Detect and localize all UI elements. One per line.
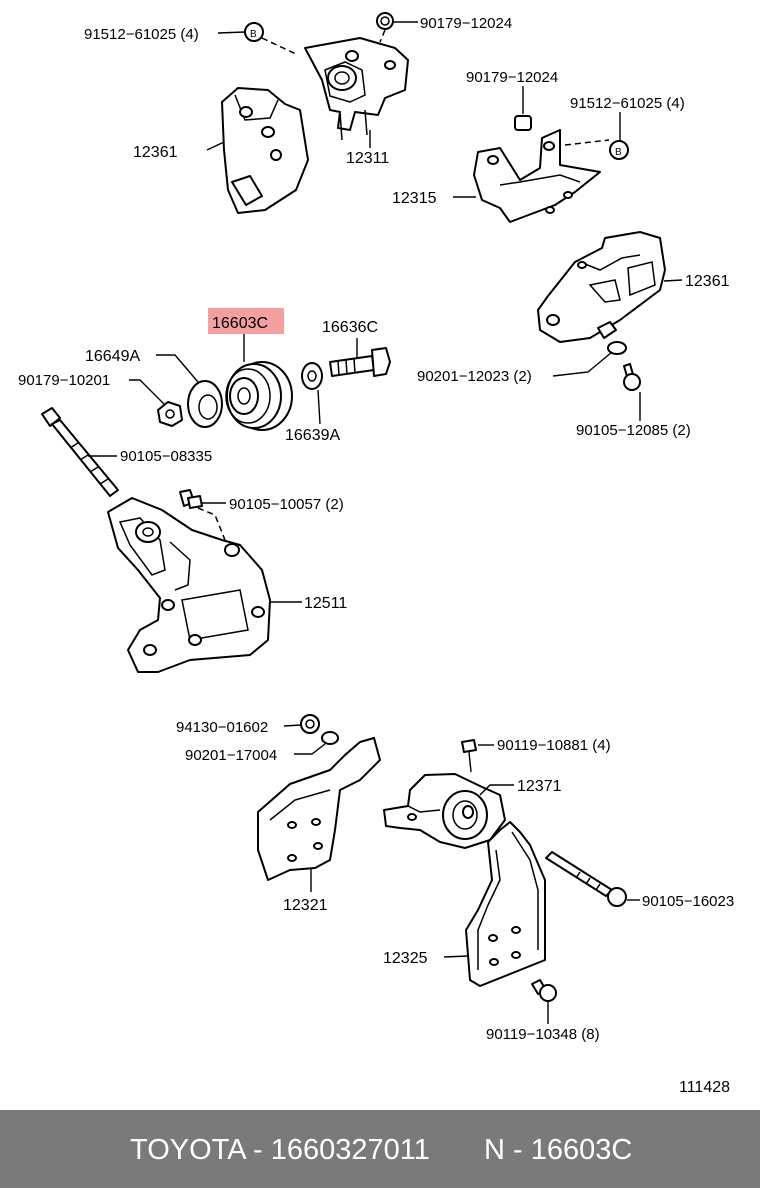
label-90179-12024-right: 90179−12024	[466, 69, 558, 86]
label-90179-12024-top: 90179−12024	[420, 15, 512, 32]
idler-pulley-16603C	[225, 334, 293, 431]
label-12371: 12371	[517, 778, 562, 795]
label-16639A: 16639A	[285, 427, 340, 444]
footer-reference: N - 16603C	[484, 1134, 633, 1166]
engine-mount-12371	[383, 773, 514, 849]
bracket-12315	[473, 129, 601, 223]
bolt-90105-10057	[179, 489, 226, 541]
engine-mount-insulator-12361-right	[537, 231, 666, 343]
label-16649A: 16649A	[85, 348, 140, 365]
bracket-12325	[443, 821, 546, 987]
bracket-12321	[257, 737, 381, 892]
label-12361-top: 12361	[133, 144, 178, 161]
highlight-16603C	[208, 308, 284, 334]
bolt-16636C	[329, 338, 391, 377]
label-94130-01602: 94130−01602	[176, 719, 268, 736]
label-12361-right: 12361	[685, 273, 730, 290]
nut-90179-12024-right	[514, 86, 532, 131]
label-90105-10057: 90105−10057 (2)	[229, 496, 344, 513]
label-12321: 12321	[283, 897, 328, 914]
label-12511: 12511	[304, 595, 347, 612]
washer-90201-17004	[294, 731, 339, 755]
bolt-90105-12085	[623, 363, 641, 421]
nut-90179-10201	[129, 379, 183, 427]
svg-text:B: B	[250, 29, 257, 40]
bracket-12511	[107, 497, 302, 673]
svg-text:B: B	[615, 147, 622, 158]
bolt-90119-10348	[531, 979, 557, 1024]
washer-90201-12023	[552, 341, 627, 377]
washer-16639A	[301, 362, 323, 425]
bolt-90119-10881	[461, 739, 494, 773]
label-90179-10201: 90179−10201	[18, 372, 110, 389]
label-90119-10348: 90119−10348 (8)	[486, 1026, 600, 1043]
label-16603C: 16603C	[212, 315, 268, 332]
bolt-90105-08335	[41, 407, 119, 497]
label-90201-17004: 90201−17004	[185, 747, 277, 764]
label-90105-16023: 90105−16023	[642, 893, 734, 910]
engine-mount-bracket-12311	[304, 37, 409, 141]
washer-91512-61025-right: B	[564, 112, 629, 160]
diagram-code: 111428	[679, 1079, 730, 1096]
plate-16649A	[156, 354, 223, 428]
washer-91512-61025-top: B	[244, 22, 299, 56]
footer-brand-part-number: TOYOTA - 1660327011	[130, 1134, 430, 1166]
label-91512-61025-top: 91512−61025 (4)	[84, 26, 199, 43]
engine-mount-insulator-12361-top	[221, 87, 309, 214]
label-16636C: 16636C	[322, 319, 378, 336]
bolt-90105-16023	[545, 851, 640, 907]
nut-90179-12024-top	[376, 12, 394, 43]
parts-diagram: B B	[18, 12, 734, 1096]
label-90105-12085: 90105−12085 (2)	[576, 422, 691, 439]
label-12315: 12315	[392, 190, 437, 207]
label-12311: 12311	[346, 150, 389, 167]
label-90119-10881: 90119−10881 (4)	[497, 737, 611, 754]
footer-bar: TOYOTA - 1660327011 N - 16603C	[0, 1110, 760, 1188]
label-90201-12023: 90201−12023 (2)	[417, 368, 532, 385]
label-12325: 12325	[383, 950, 428, 967]
label-90105-08335: 90105−08335	[120, 448, 212, 465]
nut-94130-01602	[283, 714, 320, 734]
label-91512-61025-right: 91512−61025 (4)	[570, 95, 685, 112]
